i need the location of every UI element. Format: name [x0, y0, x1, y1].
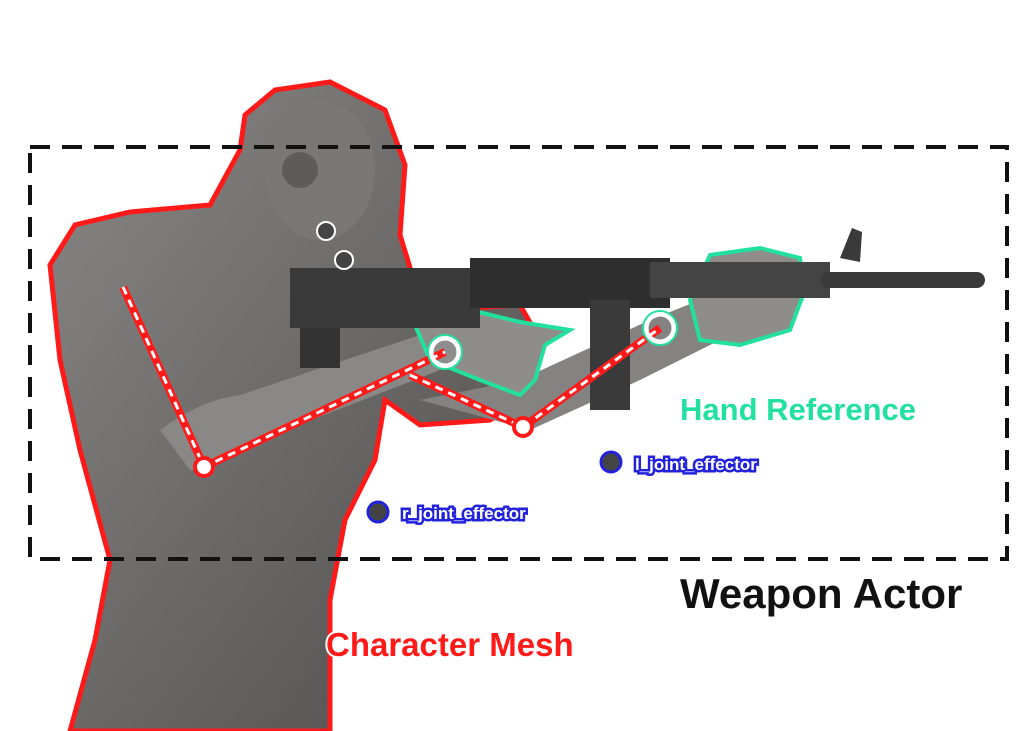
socket-marker — [334, 250, 354, 270]
weapon-actor-bounds — [28, 145, 1009, 561]
rifle-front-sight — [840, 228, 862, 262]
right-elbow-joint — [193, 456, 215, 478]
rifle-barrel — [820, 272, 985, 288]
rifle-stock — [290, 268, 480, 328]
ik-chains — [119, 285, 678, 478]
r-joint-effector-marker — [366, 500, 390, 524]
character-mesh — [47, 79, 720, 731]
rifle — [290, 228, 985, 410]
right-arm — [160, 335, 440, 470]
head — [265, 100, 375, 240]
hand-reference-label: Hand Reference — [680, 392, 916, 427]
right-hand-target — [428, 335, 462, 369]
l-joint-effector-label: l_joint_effector — [635, 455, 757, 474]
left-hand-target — [643, 311, 677, 345]
right-hand-reference — [412, 307, 576, 398]
rifle-buttplate — [300, 328, 340, 368]
character-mesh-label: Character Mesh — [326, 626, 574, 663]
rifle-handguard — [650, 262, 830, 298]
left-elbow-joint — [512, 416, 534, 438]
socket-marker — [316, 221, 336, 241]
r-joint-effector-label: r_joint_effector — [402, 504, 526, 523]
rifle-receiver — [470, 258, 670, 308]
l-joint-effector-marker — [599, 450, 623, 474]
weapon-actor-label: Weapon Actor — [680, 570, 962, 617]
ear — [282, 152, 318, 188]
